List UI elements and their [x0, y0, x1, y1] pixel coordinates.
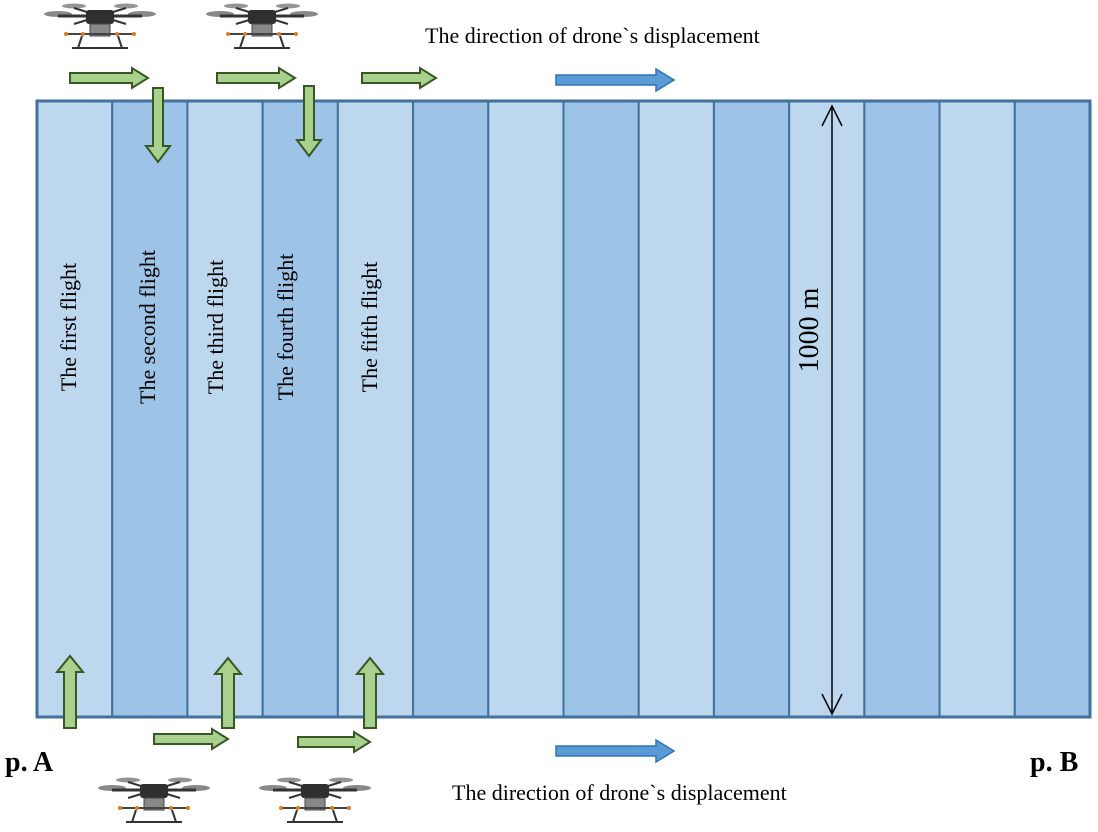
length-dimension: 1000 m [794, 104, 843, 716]
direction-label-bottom: The direction of drone`s displacement [452, 780, 787, 805]
field-strip [938, 100, 1016, 718]
field-strip [36, 100, 114, 718]
right-arrow [297, 730, 372, 754]
right-arrow [153, 727, 230, 751]
direction-label-top: The direction of drone`s displacement [425, 23, 760, 48]
drone-icon [204, 2, 320, 50]
field-strip [412, 100, 490, 718]
drone-icon [42, 2, 158, 50]
field-strip [637, 100, 715, 718]
up-arrow [354, 656, 386, 729]
right-arrow [361, 66, 438, 90]
drone-icon [96, 776, 212, 824]
field-outline [35, 99, 1092, 719]
direction-arrow-top [555, 67, 676, 93]
down-arrow [295, 85, 323, 158]
flight-label-5: The fifth flight [357, 262, 382, 393]
down-arrow [144, 87, 172, 164]
field-strip [487, 100, 565, 718]
field-strip [863, 100, 941, 718]
point-a-label: p. A [5, 747, 54, 778]
field-strip [261, 100, 339, 718]
flight-label-1: The first flight [56, 263, 81, 391]
right-arrow [69, 66, 150, 90]
field-strip [1013, 100, 1091, 718]
right-arrow [216, 66, 297, 90]
flight-label-2: The second flight [135, 250, 160, 404]
direction-arrow-bottom [555, 738, 676, 764]
direction-arrows [555, 67, 676, 764]
field-strip [712, 100, 791, 718]
up-arrow [54, 654, 86, 729]
flight-label-3: The third flight [203, 260, 228, 394]
field-strip [186, 100, 264, 718]
flight-path-arrows [54, 66, 438, 754]
field-strips [35, 99, 1092, 719]
flight-labels: The first flight The second flight The t… [56, 250, 382, 404]
field-strip [562, 100, 640, 718]
field-strip [788, 100, 866, 718]
flight-label-4: The fourth flight [273, 254, 298, 401]
point-b-label: p. B [1030, 747, 1078, 778]
up-arrow [212, 656, 244, 729]
field-strip [336, 100, 415, 718]
field-strip [111, 100, 189, 718]
length-label: 1000 m [794, 287, 825, 372]
drone-icon [257, 776, 373, 824]
